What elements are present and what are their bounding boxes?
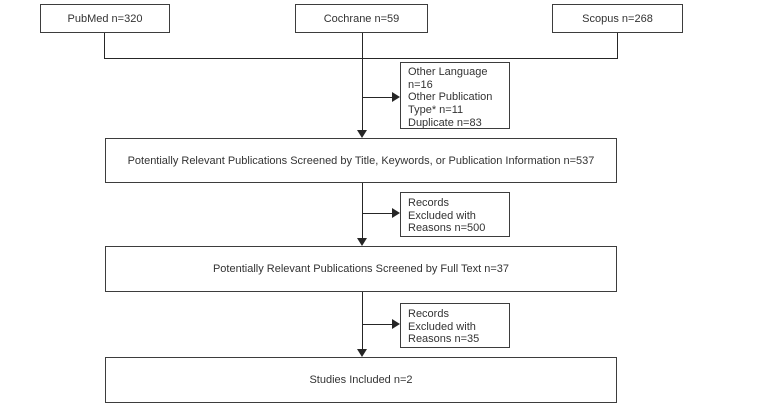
connector-branch-line-3 — [362, 324, 392, 325]
stage-box-title-screen: Potentially Relevant Publications Screen… — [105, 138, 617, 183]
exclusion-line: Excluded with — [408, 209, 476, 222]
connector-center-line-3 — [362, 292, 363, 349]
exclusion-line: Other Language — [408, 66, 488, 78]
stage-box-included: Studies Included n=2 — [105, 357, 617, 403]
exclusion-line: Excluded with — [408, 320, 476, 333]
arrow-right-icon-1 — [392, 92, 400, 102]
arrow-right-icon-2 — [392, 208, 400, 218]
connector-scopus-drop-line — [617, 33, 618, 58]
source-box-scopus: Scopus n=268 — [552, 4, 683, 33]
exclusion-line: n=16 — [408, 78, 433, 91]
exclusion-line: Duplicate n=83 — [408, 116, 482, 129]
connector-center-line-1 — [362, 33, 363, 130]
arrow-down-icon-2 — [357, 238, 367, 246]
arrow-down-icon-3 — [357, 349, 367, 357]
exclusion-line: Reasons n=500 — [408, 222, 486, 235]
connector-collector-line — [104, 58, 618, 59]
stage-box-fulltext-screen: Potentially Relevant Publications Screen… — [105, 246, 617, 292]
connector-center-line-2 — [362, 183, 363, 238]
exclusion-line: Reasons n=35 — [408, 333, 480, 346]
exclusion-box-fulltext-screen: Records Excluded with Reasons n=35 — [400, 303, 510, 348]
connector-pubmed-drop-line — [104, 33, 105, 58]
exclusion-line: Records — [408, 197, 449, 209]
connector-branch-line-1 — [362, 97, 392, 98]
source-box-pubmed: PubMed n=320 — [40, 4, 170, 33]
exclusion-box-initial: Other Language n=16 Other Publication Ty… — [400, 62, 510, 129]
connector-branch-line-2 — [362, 213, 392, 214]
arrow-right-icon-3 — [392, 319, 400, 329]
exclusion-line: Type* n=11 — [408, 104, 464, 117]
source-box-cochrane: Cochrane n=59 — [295, 4, 428, 33]
arrow-down-icon-1 — [357, 130, 367, 138]
exclusion-line: Records — [408, 308, 449, 320]
exclusion-line: Other Publication — [408, 91, 493, 104]
exclusion-box-title-screen: Records Excluded with Reasons n=500 — [400, 192, 510, 237]
